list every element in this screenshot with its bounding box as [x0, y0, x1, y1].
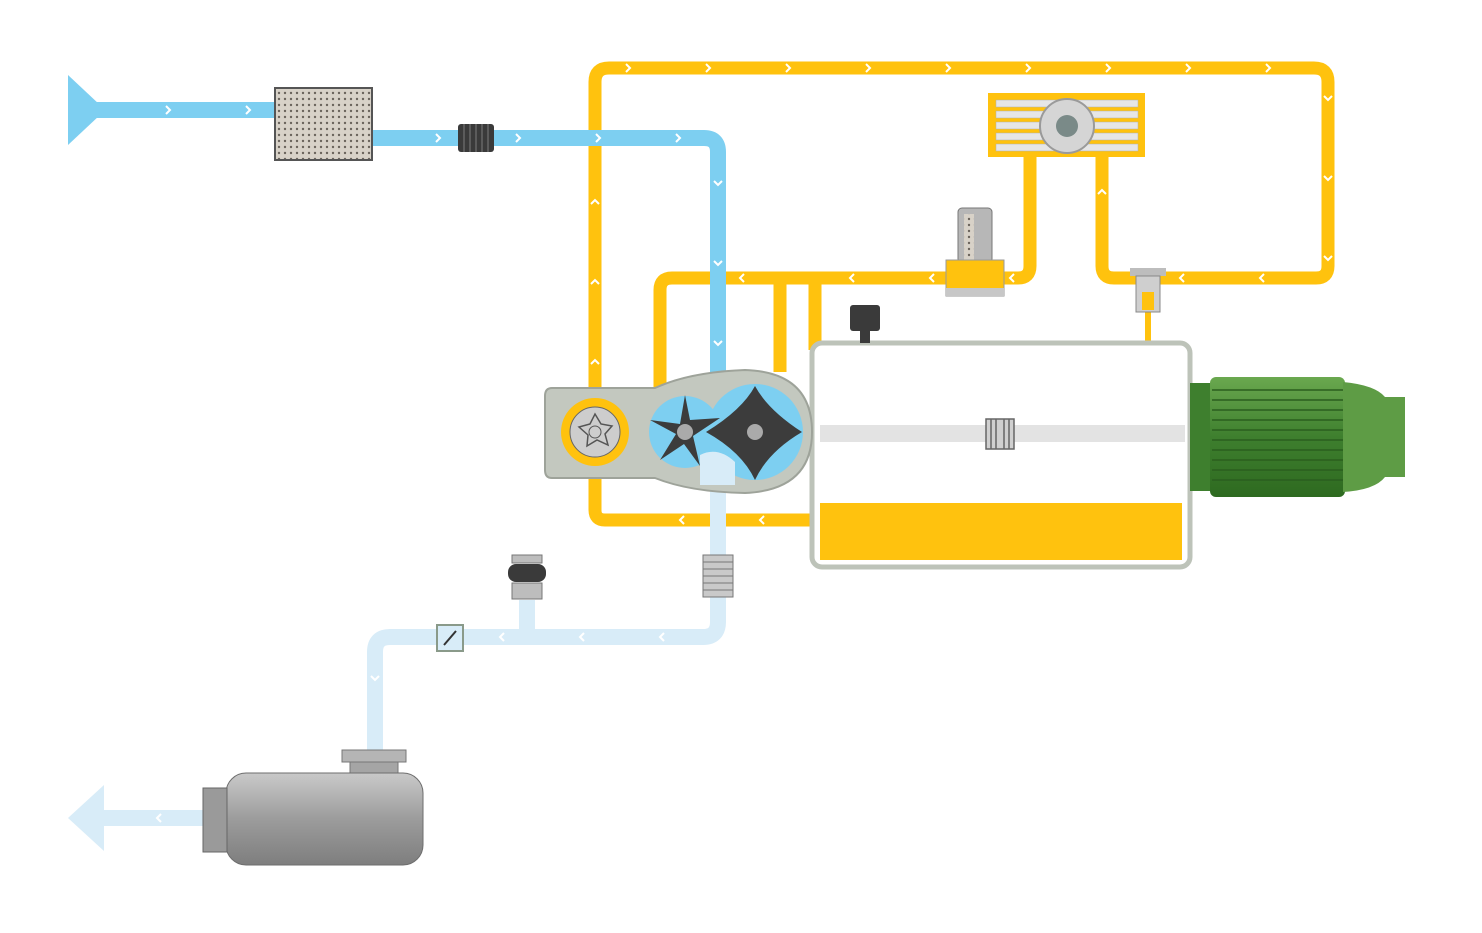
oil-level: [820, 503, 1182, 560]
flow-chevron-icon: [1258, 273, 1265, 283]
flow-chevron-icon: [1025, 63, 1032, 73]
flow-chevron-icon: [658, 632, 665, 642]
oil-filter-valve: [945, 207, 1005, 297]
oil-cooler-return-line: [653, 155, 1037, 390]
inlet-filter: [274, 87, 373, 161]
flow-chevron-icon: [590, 198, 600, 205]
flow-chevron-icon: [1097, 188, 1107, 195]
flow-chevron-icon: [758, 515, 765, 525]
flow-chevron-icon: [1185, 63, 1192, 73]
oil-main-loop: [588, 61, 1335, 527]
oil-circuit: [588, 61, 1335, 527]
exhaust-outlet-arrow: [68, 785, 104, 851]
exhaust-bellows: [702, 554, 734, 598]
flow-chevron-icon: [945, 63, 952, 73]
flow-chevron-icon: [705, 63, 712, 73]
thermostatic-valve: [1130, 268, 1166, 386]
flow-chevron-icon: [675, 133, 682, 143]
flow-chevron-icon: [435, 133, 442, 143]
inlet-bellows: [458, 124, 494, 152]
exhaust-silencer: [202, 749, 424, 866]
flow-chevron-icon: [1323, 175, 1333, 182]
oil-cooler: [988, 93, 1145, 157]
flow-chevron-icon: [625, 63, 632, 73]
claw-pump-housing: [544, 368, 814, 495]
exhaust-air-path: [100, 455, 726, 826]
flow-chevron-icon: [595, 133, 602, 143]
flow-chevron-icon: [738, 273, 745, 283]
flow-chevron-icon: [590, 278, 600, 285]
flow-chevron-icon: [245, 105, 252, 115]
flow-chevron-icon: [515, 133, 522, 143]
flow-chevron-icon: [370, 675, 380, 682]
oil-fill-cap: [850, 305, 880, 343]
flow-chevron-icon: [1008, 273, 1015, 283]
check-valve: [508, 554, 546, 600]
shaft-coupling: [985, 418, 1015, 450]
flow-chevron-icon: [155, 813, 162, 823]
flow-chevron-icon: [498, 632, 505, 642]
flow-chevron-icon: [713, 340, 723, 347]
flow-chevron-icon: [678, 515, 685, 525]
flow-chevron-icon: [1323, 95, 1333, 102]
flow-chevron-icon: [713, 180, 723, 187]
oil-separator-tank: [809, 305, 1193, 570]
flow-chevron-icon: [1265, 63, 1272, 73]
flow-chevron-icon: [1323, 255, 1333, 262]
exhaust-shutoff-valve[interactable]: [436, 624, 464, 652]
flow-chevron-icon: [848, 273, 855, 283]
flow-chevron-icon: [713, 260, 723, 267]
inlet-air-path: [90, 102, 726, 405]
flow-chevron-icon: [1105, 63, 1112, 73]
electric-motor: [1190, 377, 1405, 497]
inlet-funnel: [68, 75, 100, 145]
flow-chevron-icon: [1178, 273, 1185, 283]
flow-chevron-icon: [928, 273, 935, 283]
flow-chevron-icon: [590, 358, 600, 365]
flow-chevron-icon: [785, 63, 792, 73]
flow-direction-chevrons: [155, 63, 1333, 823]
flow-chevron-icon: [165, 105, 172, 115]
flow-chevron-icon: [578, 632, 585, 642]
flow-chevron-icon: [865, 63, 872, 73]
